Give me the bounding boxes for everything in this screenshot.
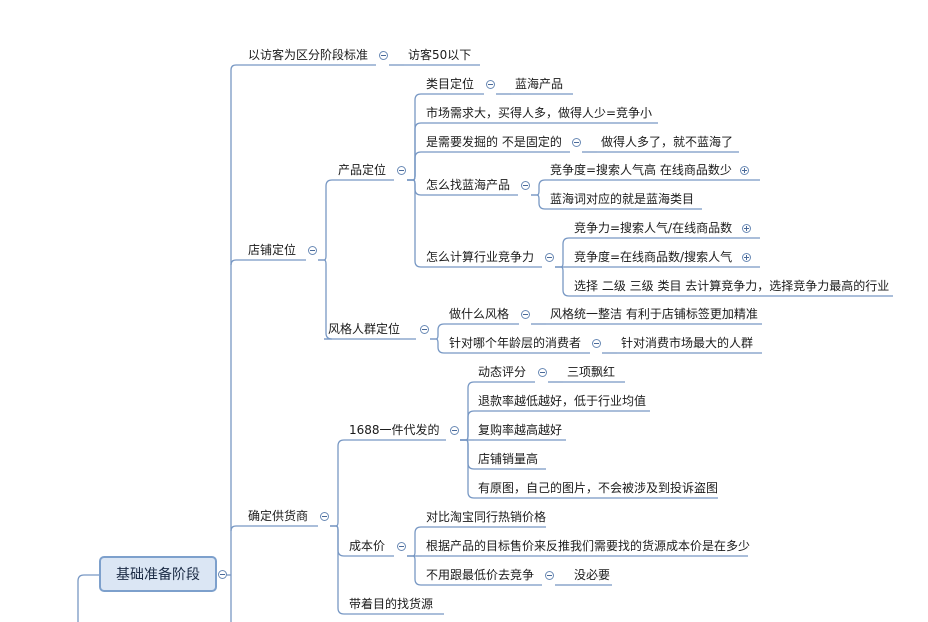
topic-visitor-under-50[interactable]: 访客50以下 — [408, 48, 472, 62]
topic-what-style[interactable]: 做什么风格 — [449, 307, 510, 321]
collapse-icon[interactable] — [420, 325, 429, 334]
topic-select-category[interactable]: 选择 二级 三级 类目 去计算竞争力，选择竞争力最高的行业 — [574, 279, 890, 293]
connector-line — [330, 525, 345, 615]
topic-competitiveness-formula[interactable]: 竞争力=搜索人气/在线商品数 — [574, 221, 733, 235]
expand-icon[interactable] — [740, 166, 749, 175]
topic-largest-market[interactable]: 针对消费市场最大的人群 — [621, 336, 754, 350]
connector-line — [460, 439, 475, 499]
topic-1688-dropship[interactable]: 1688一件代发的 — [349, 423, 440, 437]
topic-product-positioning[interactable]: 产品定位 — [338, 163, 387, 177]
topic-repurchase-rate[interactable]: 复购率越高越好 — [478, 423, 563, 437]
connector-line — [318, 259, 333, 340]
connector-line — [330, 439, 345, 527]
topic-market-demand[interactable]: 市场需求大，买得人多，做得人少=竞争小 — [426, 106, 653, 120]
topic-cost-price[interactable]: 成本价 — [349, 539, 386, 553]
collapse-icon[interactable] — [538, 368, 547, 377]
collapse-icon[interactable] — [320, 512, 329, 521]
root-topic[interactable]: 基础准备阶段 — [99, 556, 217, 592]
topic-needs-discovery[interactable]: 是需要发掘的 不是固定的 — [426, 135, 562, 149]
topic-competition-formula[interactable]: 竞争度=在线商品数/搜索人气 — [574, 250, 733, 264]
topic-original-images[interactable]: 有原图，自己的图片，不会被涉及到投诉盗图 — [478, 481, 719, 495]
topic-three-red[interactable]: 三项飘红 — [567, 365, 616, 379]
connector-line — [430, 323, 445, 340]
collapse-icon[interactable] — [486, 80, 495, 89]
connector-line — [77, 574, 99, 622]
topic-reverse-cost[interactable]: 根据产品的目标售价来反推我们需要找的货源成本价是在多少 — [426, 539, 751, 553]
connector-line — [531, 194, 546, 210]
collapse-icon[interactable] — [592, 339, 601, 348]
collapse-icon[interactable] — [521, 181, 530, 190]
topic-visitor-standard[interactable]: 以访客为区分阶段标准 — [248, 48, 369, 62]
root-topic-label: 基础准备阶段 — [116, 567, 200, 583]
connector-line — [460, 410, 475, 441]
connector-line — [531, 179, 546, 196]
connector-line — [555, 266, 570, 297]
connector-line — [407, 555, 422, 586]
connector-line — [407, 179, 422, 268]
topic-determine-supplier[interactable]: 确定供货商 — [248, 509, 309, 523]
connector-line — [230, 525, 244, 532]
topic-dynamic-rating[interactable]: 动态评分 — [478, 365, 527, 379]
topic-store-positioning[interactable]: 店铺定位 — [248, 243, 297, 257]
collapse-icon[interactable] — [379, 51, 388, 60]
topic-how-find-blue-ocean[interactable]: 怎么找蓝海产品 — [426, 178, 511, 192]
collapse-icon[interactable] — [397, 166, 406, 175]
topic-compare-taobao[interactable]: 对比淘宝同行热销价格 — [426, 510, 547, 524]
topic-blue-ocean-keywords[interactable]: 蓝海词对应的就是蓝海类目 — [550, 192, 695, 206]
connector-line — [407, 151, 422, 181]
collapse-icon[interactable] — [218, 570, 227, 579]
expand-icon[interactable] — [742, 253, 751, 262]
topic-category-positioning[interactable]: 类目定位 — [426, 77, 475, 91]
topic-target-age[interactable]: 针对哪个年龄层的消费者 — [449, 336, 582, 350]
topic-purposeful-sourcing[interactable]: 带着目的找货源 — [349, 597, 434, 611]
topic-store-sales[interactable]: 店铺销量高 — [478, 452, 539, 466]
collapse-icon[interactable] — [545, 571, 554, 580]
topic-no-lowest-price[interactable]: 不用跟最低价去竞争 — [426, 568, 535, 582]
connector-line — [407, 526, 422, 557]
collapse-icon[interactable] — [545, 253, 554, 262]
topic-competition-high-search[interactable]: 竞争度=搜索人气高 在线商品数少 — [550, 163, 732, 177]
topic-unnecessary[interactable]: 没必要 — [574, 568, 611, 582]
collapse-icon[interactable] — [397, 542, 406, 551]
connector-line — [230, 64, 244, 575]
topic-how-calc-competitiveness[interactable]: 怎么计算行业竞争力 — [426, 250, 535, 264]
connector-line — [555, 237, 570, 268]
topic-unified-style[interactable]: 风格统一整洁 有利于店铺标签更加精准 — [550, 307, 758, 321]
connector-line — [430, 338, 445, 354]
expand-icon[interactable] — [742, 224, 751, 233]
topic-no-longer-blue-ocean[interactable]: 做得人多了，就不蓝海了 — [601, 135, 734, 149]
topic-blue-ocean-product[interactable]: 蓝海产品 — [515, 77, 564, 91]
connector-line — [460, 439, 475, 470]
connector-line — [318, 179, 334, 261]
connector-line — [230, 259, 244, 266]
collapse-icon[interactable] — [450, 426, 459, 435]
collapse-icon[interactable] — [308, 246, 317, 255]
collapse-icon[interactable] — [521, 310, 530, 319]
topic-style-audience[interactable]: 风格人群定位 — [328, 322, 401, 336]
topic-refund-rate[interactable]: 退款率越低越好，低于行业均值 — [478, 394, 647, 408]
collapse-icon[interactable] — [572, 138, 581, 147]
